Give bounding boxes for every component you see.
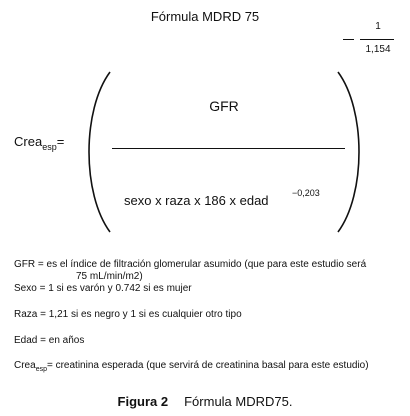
legend-edad: Edad = en años (14, 335, 85, 346)
lhs-equals: = (56, 134, 65, 149)
legend-gfr-line1: GFR = es el índice de filtración glomeru… (14, 259, 367, 270)
legend-gfr-line2: 75 mL/min/m2) (76, 271, 143, 282)
caption-text: Fórmula MDRD75. (184, 394, 293, 409)
formula-title: Fórmula MDRD 75 (150, 9, 260, 24)
legend-crea: Creaesp= creatinina esperada (que servir… (14, 360, 369, 373)
right-parenthesis (337, 71, 360, 233)
lhs-crea: Crea (14, 134, 43, 149)
legend-crea-subscript: esp (35, 366, 47, 373)
legend-crea-main: Crea (14, 360, 36, 371)
exponent-denominator: 1,154 (365, 44, 391, 55)
denominator-exponent: −0,203 (292, 188, 320, 198)
exponent-minus-sign (343, 39, 354, 40)
lhs-esp-subscript: esp (42, 142, 57, 152)
legend-raza: Raza = 1,21 si es negro y 1 si es cualqu… (14, 309, 242, 320)
legend-sexo: Sexo = 1 si es varón y 0.742 si es mujer (14, 283, 192, 294)
formula-numerator: GFR (209, 98, 239, 114)
caption-label: Figura 2 (117, 394, 169, 409)
figure-caption: Figura 2 Fórmula MDRD75. (0, 394, 410, 409)
legend-crea-rest: = creatinina esperada (que servirá de cr… (46, 360, 369, 371)
exponent-fraction-bar (360, 39, 394, 40)
exponent-numerator: 1 (375, 21, 381, 32)
formula-lhs: Creaesp= (14, 134, 64, 152)
denominator-text: sexo x raza x 186 x edad (124, 193, 269, 208)
left-parenthesis (88, 71, 111, 233)
formula-fraction-bar (112, 148, 345, 149)
